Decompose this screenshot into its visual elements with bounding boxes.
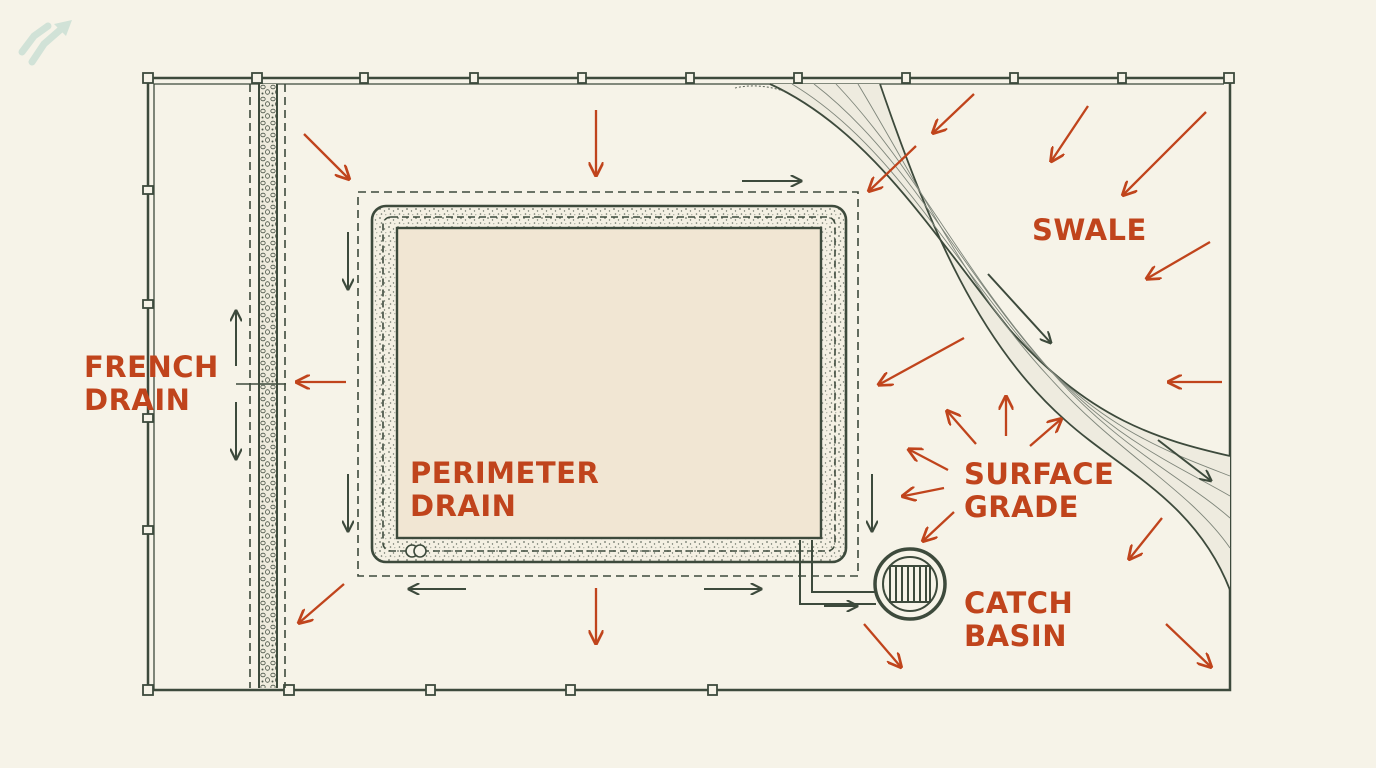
cleanout-2 xyxy=(413,544,427,558)
catch-basin-label-line-1: CATCH xyxy=(964,586,1074,620)
fence-posts xyxy=(142,72,1235,696)
catch-basin-grate-icon xyxy=(873,547,947,621)
perimeter-drain-label-line-1: PERIMETER xyxy=(410,456,600,490)
surface-grade-label-line-2: GRADE xyxy=(964,490,1079,524)
perimeter-drain-label-line-2: DRAIN xyxy=(410,489,517,523)
swale-label-line-1: SWALE xyxy=(1032,213,1147,247)
swale-label: SWALE xyxy=(1032,214,1147,247)
surface-grade-label-line-1: SURFACE xyxy=(964,457,1115,491)
french-drain-label-line-1: FRENCH xyxy=(84,350,219,384)
double-chevron-logo-icon xyxy=(18,20,72,66)
flow-direction-arrow-icon xyxy=(236,181,1210,606)
french-drain-label-line-2: DRAIN xyxy=(84,383,191,417)
catch-basin-label: CATCH BASIN xyxy=(964,587,1073,653)
catch-basin-label-line-2: BASIN xyxy=(964,619,1067,653)
building-footprint xyxy=(395,226,823,540)
runoff-arrow-icon xyxy=(298,93,1222,666)
french-drain-label: FRENCH DRAIN xyxy=(84,351,219,417)
perimeter-drain xyxy=(357,191,859,577)
surface-grade-label: SURFACE GRADE xyxy=(964,458,1114,524)
perimeter-drain-label: PERIMETER DRAIN xyxy=(410,457,599,523)
french-drain-trench xyxy=(236,84,286,688)
swale-channel xyxy=(734,83,1231,591)
